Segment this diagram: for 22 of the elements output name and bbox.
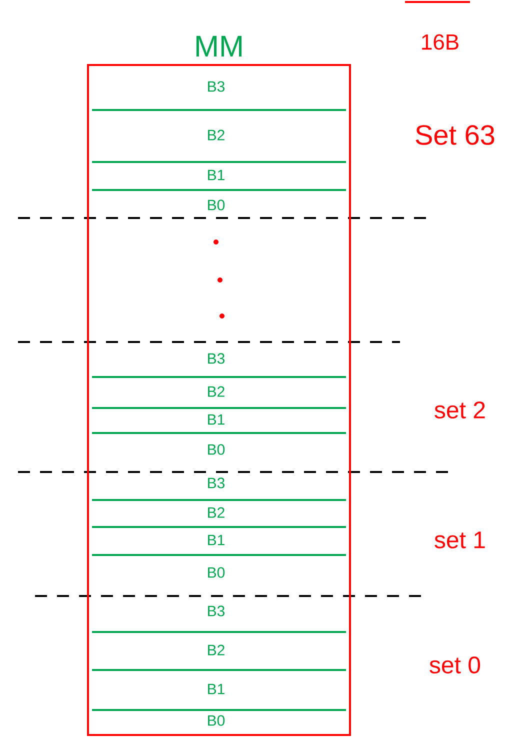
block-label: B0 [208, 200, 225, 210]
block-label: B1 [208, 684, 224, 694]
block-label: B3 [208, 353, 224, 364]
block-label: B1 [208, 170, 224, 180]
block-label: B0 [208, 567, 225, 578]
block-label: B2 [208, 507, 224, 518]
set-label: set 0 [430, 656, 480, 674]
set-label: set 2 [434, 402, 485, 418]
block-label: B2 [208, 130, 224, 140]
size-label: 16B [422, 34, 458, 50]
set-label: set 1 [434, 532, 485, 548]
block-label: B3 [208, 606, 224, 616]
set-label: Set 63 [416, 125, 494, 145]
block-label: B0 [208, 715, 225, 726]
node-label: MM [196, 36, 242, 56]
block-label: B0 [208, 444, 225, 455]
block-label: B1 [208, 534, 224, 546]
block-label: B3 [208, 81, 224, 92]
block-label: B2 [208, 644, 224, 656]
block-label: B1 [208, 414, 224, 425]
block-label: B3 [208, 478, 224, 488]
block-label: B2 [208, 386, 224, 397]
